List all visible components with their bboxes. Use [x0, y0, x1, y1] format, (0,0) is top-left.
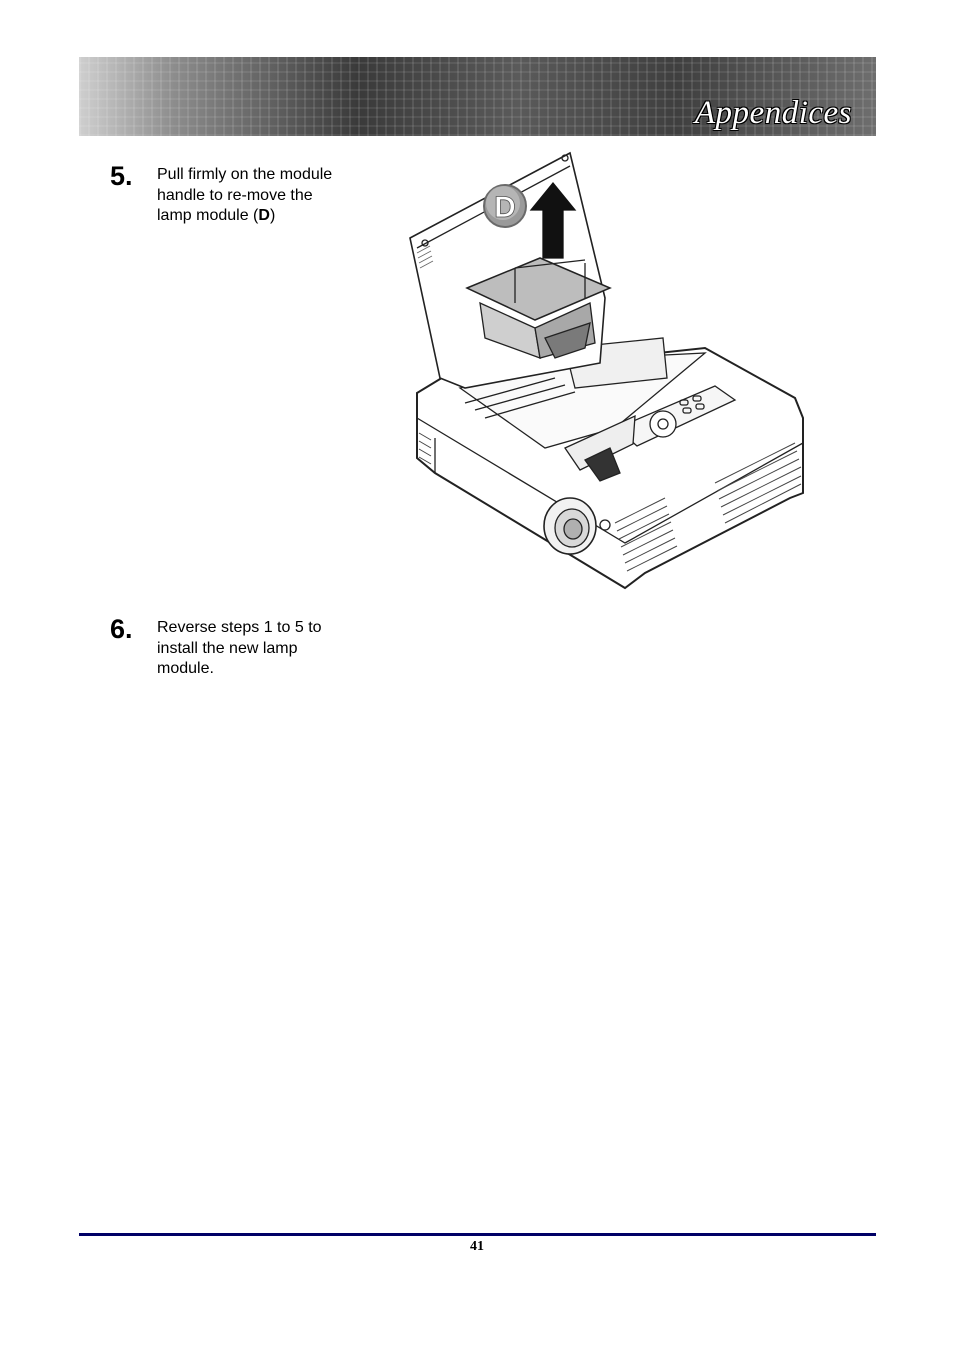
callout-label: D — [494, 191, 516, 224]
step-number: 6. — [110, 614, 133, 644]
step-instruction: Pull firmly on the module handle to re-m… — [157, 165, 342, 227]
step-callout-ref: D — [258, 207, 270, 224]
projector-lamp-illustration: D — [405, 148, 810, 590]
footer-rule — [79, 1233, 876, 1236]
step-text-part: ) — [269, 207, 276, 224]
header-banner: Appendices — [79, 57, 876, 136]
projector-drawing: D — [409, 151, 804, 590]
step-instruction: Reverse steps 1 to 5 to install the new … — [157, 619, 322, 677]
page-title: Appendices — [694, 95, 852, 131]
step-text-part: Pull firmly on the module handle to re-m… — [157, 166, 333, 224]
page-number: 41 — [470, 1239, 484, 1254]
step-number: 5. — [110, 161, 133, 191]
